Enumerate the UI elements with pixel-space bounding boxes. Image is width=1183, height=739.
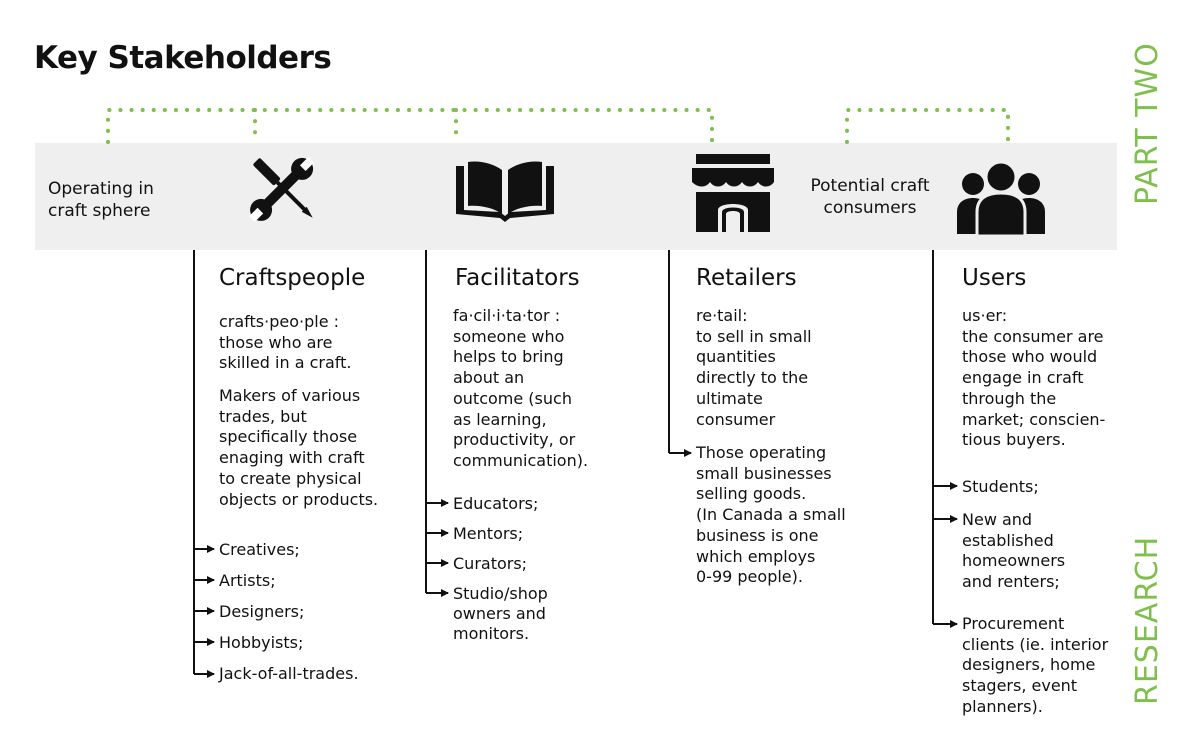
page-title: Key Stakeholders [34,40,332,76]
operating-in-craft-sphere-label: Operating in craft sphere [48,179,154,221]
users-heading: Users [962,265,1027,291]
users-definition: us·er: the consumer are those who would … [962,306,1106,450]
retailers-heading: Retailers [696,265,797,291]
operating-group-bracket [106,108,714,144]
tools-icon [244,152,322,224]
consumer-group-bracket [845,108,1010,144]
retailers-tree [668,250,692,457]
potential-craft-consumers-label: Potential craft consumers [810,176,930,218]
facilitators-definition: fa·cil·i·ta·tor : someone who helps to b… [453,306,589,470]
craftspeople-item-artists: Artists; [219,571,276,590]
research-label: RESEARCH [1130,535,1165,705]
retailers-item-small-businesses: Those operating small businesses selling… [696,443,846,587]
craftspeople-item-hobbyists: Hobbyists; [219,633,304,652]
craftspeople-tree [193,250,215,678]
storefront-icon [692,154,774,234]
users-item-homeowners: New and established homeowners and rente… [962,510,1066,592]
craftspeople-item-creatives: Creatives; [219,540,300,559]
users-group-icon [955,160,1047,236]
users-item-procurement-clients: Procurement clients (ie. interior design… [962,614,1109,716]
users-tree [932,250,958,628]
facilitators-item-educators: Educators; [453,494,539,513]
facilitators-item-studio-owners: Studio/shop owners and monitors. [453,584,548,643]
craftspeople-item-jack-of-all-trades: Jack-of-all-trades. [219,664,359,683]
part-two-label: PART TWO [1130,42,1165,205]
craftspeople-heading: Craftspeople [219,265,366,291]
facilitators-item-curators: Curators; [453,554,528,573]
craftspeople-definition: crafts·peo·ple : those who are skilled i… [219,312,352,373]
open-book-icon [450,160,560,226]
craftspeople-item-designers: Designers; [219,602,305,621]
users-item-students: Students; [962,477,1039,496]
facilitators-item-mentors: Mentors; [453,524,524,543]
retailers-definition: re·tail: to sell in small quantities dir… [696,306,812,429]
craftspeople-description: Makers of various trades, but specifical… [219,386,379,509]
stakeholder-band [35,143,1117,250]
facilitators-tree [425,250,449,597]
facilitators-heading: Facilitators [455,265,580,291]
